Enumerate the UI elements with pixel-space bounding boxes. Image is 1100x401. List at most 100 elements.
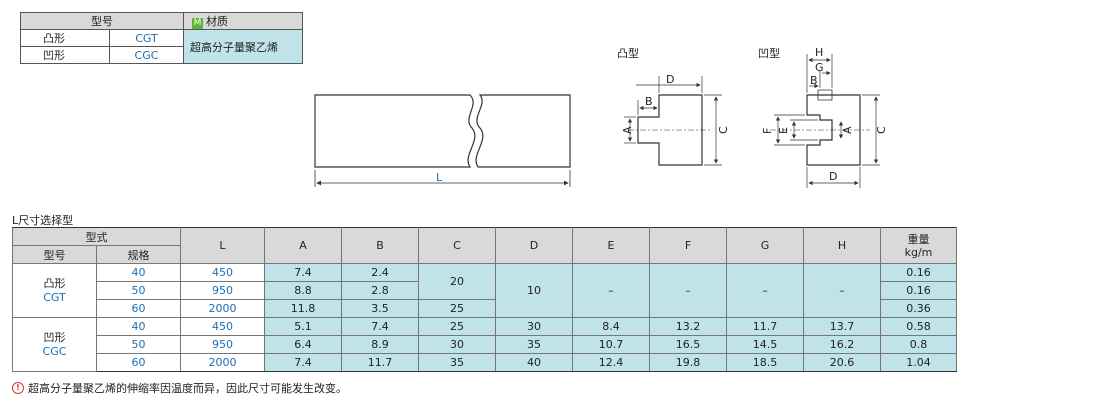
material-value: 超高分子量聚乙烯 xyxy=(183,29,303,64)
b-cell: 8.9 xyxy=(341,335,419,354)
b-cell: 7.4 xyxy=(341,317,419,336)
e-cell-merged: – xyxy=(572,263,650,318)
technical-drawings: L 凸型 D B A C 凹型 xyxy=(314,46,888,188)
l-cell: 2000 xyxy=(180,299,265,318)
header-spec: 规格 xyxy=(96,245,181,264)
h-cell-merged: – xyxy=(803,263,881,318)
c-cell: 35 xyxy=(418,353,496,372)
header-type: 型号 xyxy=(12,245,97,264)
f-cell: 13.2 xyxy=(649,317,727,336)
e-cell: 8.4 xyxy=(572,317,650,336)
header-c: C xyxy=(418,227,496,264)
concave-title: 凹型 xyxy=(758,46,780,60)
spec-cell: 50 xyxy=(96,335,181,354)
header-weight-label: 重量 xyxy=(907,232,930,246)
a-cell: 7.4 xyxy=(264,353,342,372)
header-form: 型式 xyxy=(12,227,181,246)
h-cell: 20.6 xyxy=(803,353,881,372)
l-cell: 450 xyxy=(180,317,265,336)
f-cell: 16.5 xyxy=(649,335,727,354)
code-cgc: CGC xyxy=(109,46,184,64)
a-cell: 6.4 xyxy=(264,335,342,354)
weight-cell: 0.16 xyxy=(880,263,957,282)
spec-cell: 60 xyxy=(96,353,181,372)
a-cell: 8.8 xyxy=(264,281,342,300)
weight-cell: 0.36 xyxy=(880,299,957,318)
footnote: ! 超高分子量聚乙烯的伸缩率因温度而异，因此尺寸可能发生改变。 xyxy=(12,380,347,396)
weight-cell: 0.16 xyxy=(880,281,957,300)
b-cell: 3.5 xyxy=(341,299,419,318)
concave-label-f: F xyxy=(761,128,774,134)
l-cell: 2000 xyxy=(180,353,265,372)
f-cell-merged: – xyxy=(649,263,727,318)
c-cell: 30 xyxy=(418,335,496,354)
header-f: F xyxy=(649,227,727,264)
c-cell: 25 xyxy=(418,317,496,336)
group-cgt-code: CGT xyxy=(43,290,66,304)
concave-label-h: H xyxy=(815,46,823,59)
d-cell: 40 xyxy=(495,353,573,372)
spec-cell: 60 xyxy=(96,299,181,318)
e-cell: 12.4 xyxy=(572,353,650,372)
group-cgt-shape: 凸形 xyxy=(43,276,66,290)
a-cell: 11.8 xyxy=(264,299,342,318)
table-row: 50 950 6.4 8.9 30 35 10.7 16.5 14.5 16.2… xyxy=(13,335,957,354)
concave-label-e: E xyxy=(777,127,790,134)
weight-cell: 0.58 xyxy=(880,317,957,336)
b-cell: 2.8 xyxy=(341,281,419,300)
header-b: B xyxy=(341,227,419,264)
h-cell: 16.2 xyxy=(803,335,881,354)
a-cell: 7.4 xyxy=(264,263,342,282)
table-row: 60 2000 7.4 11.7 35 40 12.4 19.8 18.5 20… xyxy=(13,353,957,372)
header-d: D xyxy=(495,227,573,264)
footnote-text: 超高分子量聚乙烯的伸缩率因温度而异，因此尺寸可能发生改变。 xyxy=(28,382,347,395)
material-header-label: 材质 xyxy=(206,15,228,28)
warning-icon: ! xyxy=(12,382,24,394)
c-cell: 25 xyxy=(418,299,496,318)
convex-label-c: C xyxy=(717,126,730,134)
l-cell: 950 xyxy=(180,335,265,354)
weight-cell: 0.8 xyxy=(880,335,957,354)
weight-cell: 1.04 xyxy=(880,353,957,372)
convex-title: 凸型 xyxy=(617,46,639,60)
spec-cell: 40 xyxy=(96,317,181,336)
header-weight-unit: kg/m xyxy=(904,245,933,259)
b-cell: 11.7 xyxy=(341,353,419,372)
concave-label-c: C xyxy=(875,126,888,134)
length-label: L xyxy=(436,171,443,184)
convex-label-d: D xyxy=(666,73,674,86)
g-cell: 18.5 xyxy=(726,353,804,372)
concave-label-g: G xyxy=(815,61,824,74)
type-header: 型号 xyxy=(20,12,184,30)
convex-profile xyxy=(624,76,722,166)
d-cell-merged: 10 xyxy=(495,263,573,318)
g-cell: 11.7 xyxy=(726,317,804,336)
a-cell: 5.1 xyxy=(264,317,342,336)
spec-cell: 40 xyxy=(96,263,181,282)
material-badge-icon: M xyxy=(192,18,203,29)
group-cgc-shape: 凹形 xyxy=(43,330,66,344)
c-cell-merged: 20 xyxy=(418,263,496,300)
concave-label-b: B xyxy=(810,74,818,87)
convex-label-a: A xyxy=(621,126,634,134)
group-cgc-code: CGC xyxy=(42,344,67,358)
header-h: H xyxy=(803,227,881,264)
l-cell: 450 xyxy=(180,263,265,282)
header-e: E xyxy=(572,227,650,264)
d-cell: 35 xyxy=(495,335,573,354)
concave-label-d: D xyxy=(829,170,837,183)
convex-label-b: B xyxy=(645,95,653,108)
l-cell: 950 xyxy=(180,281,265,300)
g-cell: 14.5 xyxy=(726,335,804,354)
d-cell: 30 xyxy=(495,317,573,336)
e-cell: 10.7 xyxy=(572,335,650,354)
header-g: G xyxy=(726,227,804,264)
